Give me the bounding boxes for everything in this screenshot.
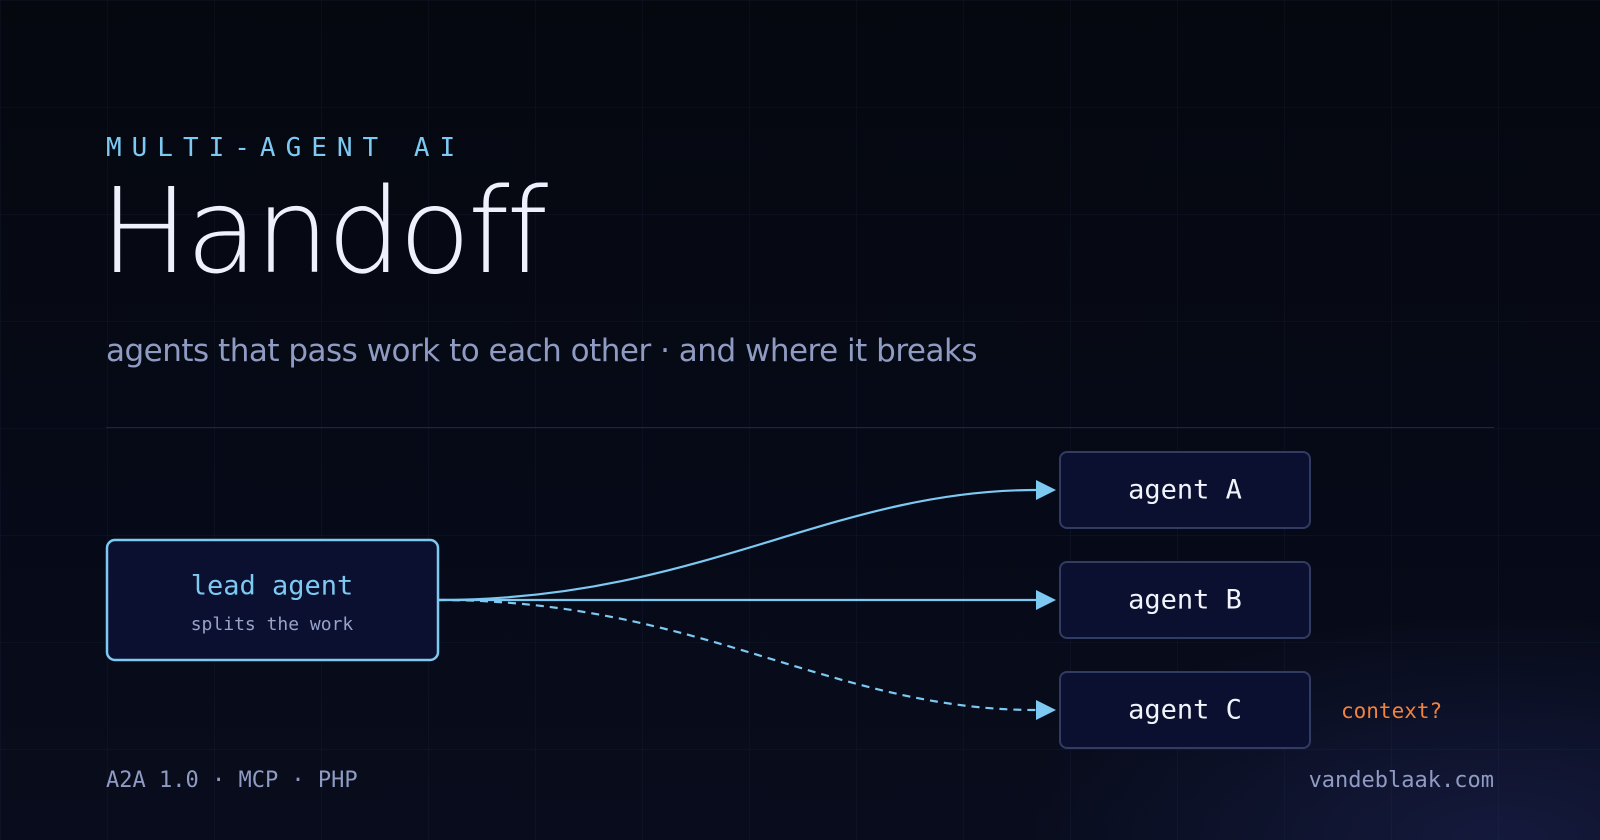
agent-b-node: agent B (1059, 561, 1311, 639)
edge-b-arrow-icon (1036, 590, 1056, 610)
eyebrow-label: MULTI-AGENT AI (106, 133, 466, 163)
lead-agent-node: lead agent splits the work (105, 538, 440, 662)
edge-lead-to-agent-a (437, 488, 1037, 602)
edge-c-arrow-icon (1036, 700, 1056, 720)
agent-c-node: agent C (1059, 671, 1311, 749)
edge-a-arrow-icon (1036, 480, 1056, 500)
agent-b-label: agent B (1128, 585, 1242, 616)
agent-c-label: agent C (1128, 695, 1242, 726)
context-warning-label: context? (1341, 699, 1442, 723)
lead-agent-sublabel: splits the work (191, 614, 354, 635)
footer-tech-stack: A2A 1.0 · MCP · PHP (106, 768, 358, 793)
page-title: Handoff (100, 162, 548, 300)
section-divider (106, 427, 1494, 428)
footer-website-link[interactable]: vandeblaak.com (1308, 768, 1494, 793)
page-subtitle: agents that pass work to each other · an… (106, 333, 978, 369)
agent-a-node: agent A (1059, 451, 1311, 529)
agent-a-label: agent A (1128, 475, 1242, 506)
lead-agent-label: lead agent (191, 571, 354, 602)
edge-lead-to-agent-c (437, 598, 1037, 712)
